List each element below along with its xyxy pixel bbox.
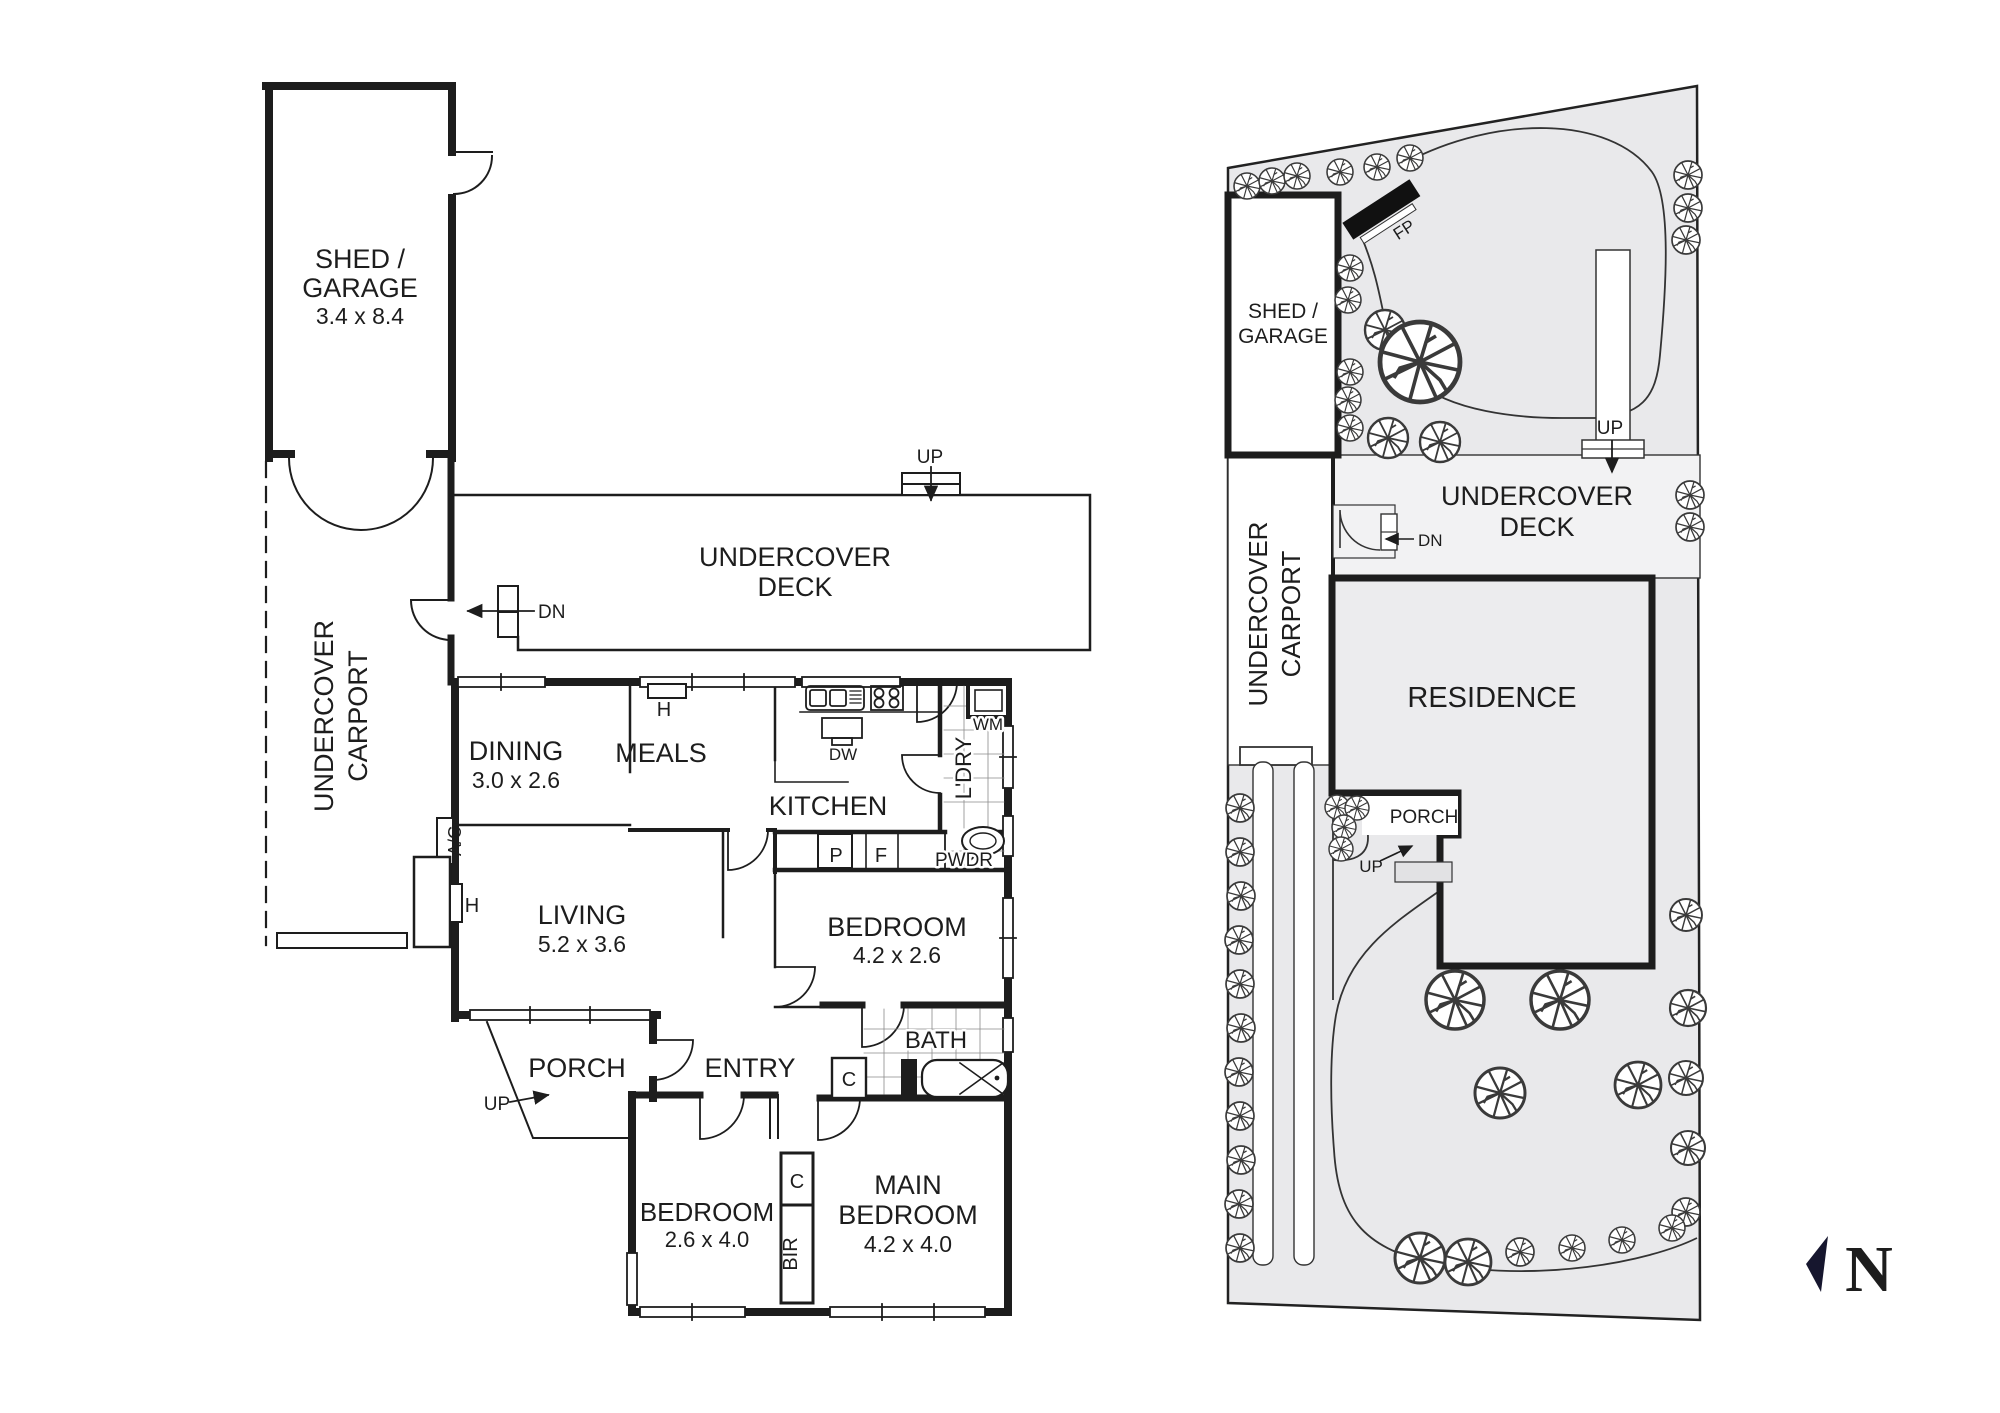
site-shed-label-2: GARAGE <box>1238 325 1328 348</box>
porch-up-arrow <box>508 1090 550 1105</box>
shed-label-2: GARAGE <box>302 273 418 303</box>
fireplace-heater <box>412 855 452 949</box>
living-label: LIVING <box>538 900 627 930</box>
walkway-path <box>1595 249 1631 447</box>
dishwasher-icon <box>821 717 863 746</box>
kitchen-fixtures <box>774 685 941 869</box>
main-bed-dims: 4.2 x 4.0 <box>864 1231 952 1257</box>
bir-label: BIR <box>780 1237 802 1270</box>
site-dn-landing <box>1332 504 1398 559</box>
kitchen-label: KITCHEN <box>769 791 888 821</box>
living-heater-label: H <box>465 895 479 917</box>
site-carport-strip <box>1227 454 1334 766</box>
porch-boundary <box>485 1020 633 1139</box>
bedroom2-label: BEDROOM <box>640 1197 774 1227</box>
deck-label-2: DECK <box>757 572 832 602</box>
pantry-box <box>817 833 853 869</box>
site-residence-label: RESIDENCE <box>1407 682 1576 714</box>
site-porch-up-arrow <box>1379 845 1414 862</box>
site-shed-label-1: SHED / <box>1248 300 1318 323</box>
deck-up-label: UP <box>917 447 943 468</box>
bed-closet-label: C <box>790 1171 804 1193</box>
closet-column <box>779 1151 815 1305</box>
bath-closet-label: C <box>842 1069 856 1091</box>
north-indicator: N <box>1806 1233 1893 1306</box>
dining-dims: 3.0 x 2.6 <box>472 767 560 793</box>
stove-icon <box>870 685 904 711</box>
site-porch-label: PORCH <box>1390 807 1459 828</box>
carport-label-1: UNDERCOVER <box>309 620 339 812</box>
wm-label: WM <box>973 715 1003 734</box>
site-deck-label-2: DECK <box>1499 512 1574 542</box>
north-arrow-icon <box>1806 1236 1828 1292</box>
driveway-tracks <box>1252 761 1315 1266</box>
ldry-label: L'DRY <box>951 736 976 799</box>
laundry-fixtures <box>961 682 1010 856</box>
site-plan: UP SHED / GARAGE FP RESIDENCE DN <box>1224 84 1708 1322</box>
meals-label: MEALS <box>615 738 707 768</box>
bath-closet-box <box>830 1056 868 1100</box>
deck-label-1: UNDERCOVER <box>699 542 891 572</box>
windows <box>457 673 1017 1321</box>
carport-label-2: CARPORT <box>343 650 373 782</box>
north-label: N <box>1845 1233 1893 1306</box>
site-carport-label-2: CARPORT <box>1276 551 1306 678</box>
dining-label: DINING <box>469 736 564 766</box>
site-shed <box>1224 191 1342 459</box>
bath-label: BATH <box>905 1027 967 1054</box>
ac-label: A/C <box>445 826 465 856</box>
meals-heater <box>647 683 687 699</box>
floor-plan: SHED / GARAGE 3.4 x 8.4 UNDERCOVER CARPO… <box>262 82 1092 1321</box>
pwdr-label: PWDR <box>935 850 993 871</box>
bath-wall-solid <box>901 1059 917 1098</box>
site-porch <box>1362 796 1458 835</box>
bedroom2-dims: 2.6 x 4.0 <box>665 1227 749 1252</box>
sink-icon <box>805 685 865 711</box>
bath-fixtures <box>830 1056 1010 1100</box>
dw-label: DW <box>829 745 857 764</box>
carport-bench <box>1239 746 1313 766</box>
entry-label: ENTRY <box>704 1053 795 1083</box>
site-dn-label: DN <box>1418 531 1443 550</box>
porch-label: PORCH <box>528 1053 626 1083</box>
shed-label-1: SHED / <box>315 244 406 274</box>
pantry-label: P <box>829 845 842 867</box>
porch-up-label: UP <box>484 1094 510 1115</box>
site-porch-steps <box>1394 861 1453 883</box>
deck-dn-label: DN <box>538 602 565 623</box>
tiled-floors <box>863 685 1005 1095</box>
fridge-label: F <box>875 845 887 867</box>
living-wall-units <box>412 683 687 949</box>
carport-area <box>264 454 455 949</box>
site-deck-up-label: UP <box>1597 418 1623 439</box>
bathtub-icon <box>920 1058 1010 1099</box>
meals-heater-label: H <box>657 699 671 721</box>
bedroom1-dims: 4.2 x 2.6 <box>853 942 941 968</box>
shed-dims: 3.4 x 8.4 <box>316 303 404 329</box>
bedroom1-label: BEDROOM <box>827 912 967 942</box>
site-porch-up-label: UP <box>1359 857 1383 876</box>
shed-garage-room <box>262 82 494 462</box>
site-deck-label-1: UNDERCOVER <box>1441 481 1633 511</box>
main-bed-label-2: BEDROOM <box>838 1200 978 1230</box>
site-carport-label-1: UNDERCOVER <box>1243 522 1273 707</box>
living-dims: 5.2 x 3.6 <box>538 931 626 957</box>
main-bed-label-1: MAIN <box>874 1170 942 1200</box>
